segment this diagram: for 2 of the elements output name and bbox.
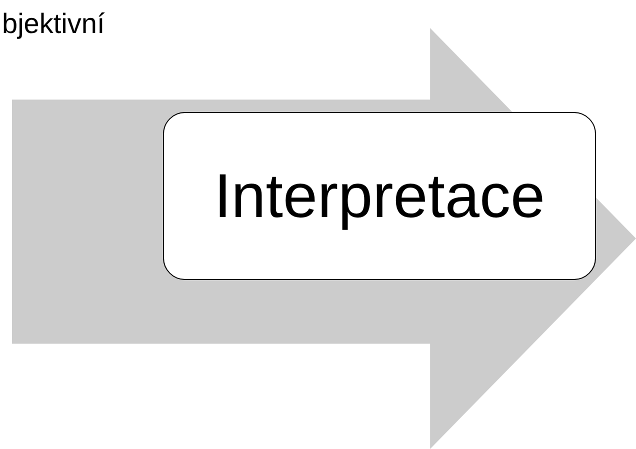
text-label: bjektivní [2,8,105,40]
process-box: Interpretace [163,112,596,280]
